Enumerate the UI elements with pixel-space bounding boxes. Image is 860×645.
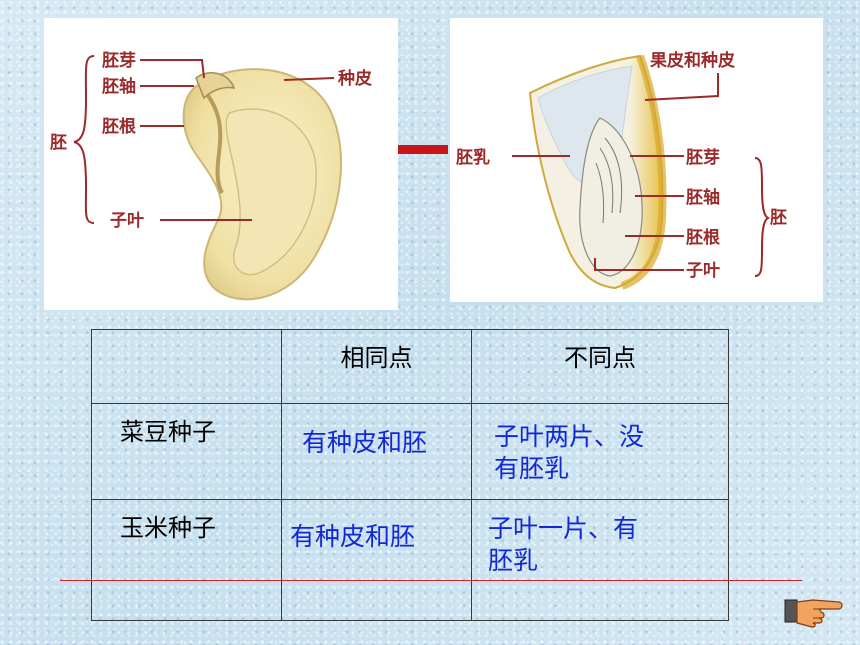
row-label-corn: 玉米种子 bbox=[91, 499, 282, 621]
table-header-same: 相同点 bbox=[281, 329, 472, 404]
corn-label-cotyledon: 子叶 bbox=[686, 261, 720, 281]
corn-label-embryo: 胚 bbox=[770, 208, 787, 228]
answer-corn-diff-line2: 胚乳 bbox=[488, 546, 539, 575]
corn-label-plumule: 胚芽 bbox=[686, 147, 720, 168]
answer-bean-same: 有种皮和胚 bbox=[302, 428, 428, 457]
bean-leader-lines bbox=[73, 55, 335, 224]
corn-label-radicle: 胚根 bbox=[686, 227, 720, 248]
answer-corn-diff-line1: 子叶一片、有 bbox=[488, 514, 639, 543]
row-label-bean: 菜豆种子 bbox=[91, 403, 282, 500]
table-row: 玉米种子 有种皮和胚 子叶一片、有 胚乳 bbox=[91, 499, 729, 621]
bean-label-seed-coat: 种皮 bbox=[337, 68, 372, 89]
table-header-row: 相同点 不同点 bbox=[91, 329, 729, 404]
bean-label-radicle: 胚根 bbox=[102, 116, 136, 137]
bean-seed-diagram: 胚芽 胚轴 胚根 胚 子叶 种皮 bbox=[44, 18, 398, 310]
bean-label-plumule: 胚芽 bbox=[102, 50, 136, 71]
cell-corn-diff: 子叶一片、有 胚乳 bbox=[471, 499, 729, 621]
corn-label-pericarp-seed-coat: 果皮和种皮 bbox=[650, 50, 735, 71]
comparison-table: 相同点 不同点 菜豆种子 有种皮和胚 子叶两片、没 有胚乳 玉米种子 有种皮和胚… bbox=[91, 329, 729, 621]
bean-cotyledon-shape bbox=[225, 108, 317, 276]
red-divider-line bbox=[60, 580, 802, 581]
answer-corn-same: 有种皮和胚 bbox=[290, 522, 416, 551]
cell-bean-same: 有种皮和胚 bbox=[281, 403, 472, 500]
corn-leader-lines bbox=[512, 73, 771, 277]
bean-plumule-shape bbox=[195, 72, 236, 100]
bean-label-hypocotyl: 胚轴 bbox=[102, 76, 136, 97]
answer-bean-diff-line2: 有胚乳 bbox=[494, 454, 570, 483]
pointing-hand-icon bbox=[784, 599, 843, 628]
table-header-diff: 不同点 bbox=[471, 329, 729, 404]
corn-label-hypocotyl: 胚轴 bbox=[686, 187, 720, 208]
bean-label-cotyledon: 子叶 bbox=[110, 211, 144, 231]
diagram-connector-bar bbox=[398, 145, 448, 154]
bean-seed-illustration: 胚芽 胚轴 胚根 胚 子叶 种皮 bbox=[50, 50, 372, 301]
answer-bean-diff-line1: 子叶两片、没 bbox=[494, 422, 645, 451]
bean-embryo-axis bbox=[202, 88, 224, 194]
bean-label-embryo: 胚 bbox=[50, 133, 67, 153]
corn-label-endosperm: 胚乳 bbox=[456, 147, 490, 168]
table-row: 菜豆种子 有种皮和胚 子叶两片、没 有胚乳 bbox=[91, 403, 729, 500]
corn-seed-diagram: 果皮和种皮 胚乳 胚芽 胚轴 胚根 子叶 胚 bbox=[450, 18, 823, 302]
cell-bean-diff: 子叶两片、没 有胚乳 bbox=[471, 403, 729, 500]
corn-seed-illustration: 果皮和种皮 胚乳 胚芽 胚轴 胚根 子叶 胚 bbox=[456, 50, 787, 290]
next-slide-button[interactable] bbox=[783, 590, 843, 630]
cell-corn-same: 有种皮和胚 bbox=[281, 499, 472, 621]
table-header-empty bbox=[91, 329, 282, 404]
